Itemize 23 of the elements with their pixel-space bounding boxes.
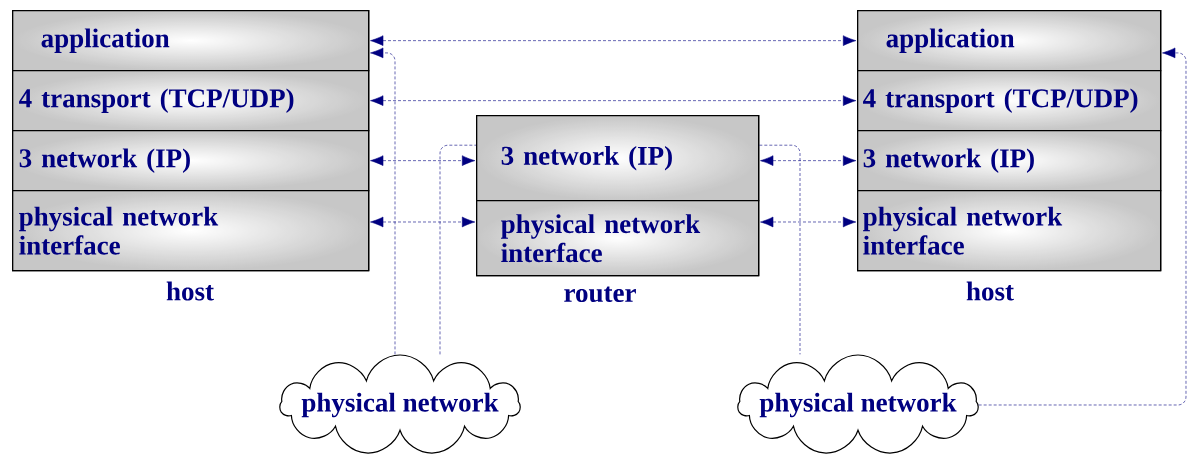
- layer-box: 3 network (IP): [476, 115, 760, 202]
- arrow: [978, 47, 1187, 406]
- layer-box: physical network interface: [857, 190, 1162, 272]
- arrow: [370, 47, 396, 355]
- layer-box: physical network interface: [476, 200, 760, 277]
- stack-caption: host: [166, 281, 214, 301]
- stack-caption: router: [564, 286, 636, 303]
- arrow: [760, 155, 857, 166]
- arrow: [370, 35, 857, 46]
- arrow: [370, 216, 476, 228]
- layer-box: 4 transport (TCP/UDP): [12, 70, 370, 132]
- stack-caption: host: [966, 281, 1014, 301]
- arrow: [370, 95, 857, 106]
- arrow: [370, 155, 476, 166]
- layer-box: 3 network (IP): [12, 130, 370, 192]
- cloud: physical network: [279, 354, 521, 454]
- layer-box: 3 network (IP): [857, 130, 1162, 192]
- layer-box: application: [12, 10, 370, 72]
- layer-box: physical network interface: [12, 190, 370, 272]
- layer-box: 4 transport (TCP/UDP): [857, 70, 1162, 132]
- layer-box: application: [857, 10, 1162, 72]
- cloud: physical network: [737, 354, 979, 454]
- arrow: [760, 216, 857, 228]
